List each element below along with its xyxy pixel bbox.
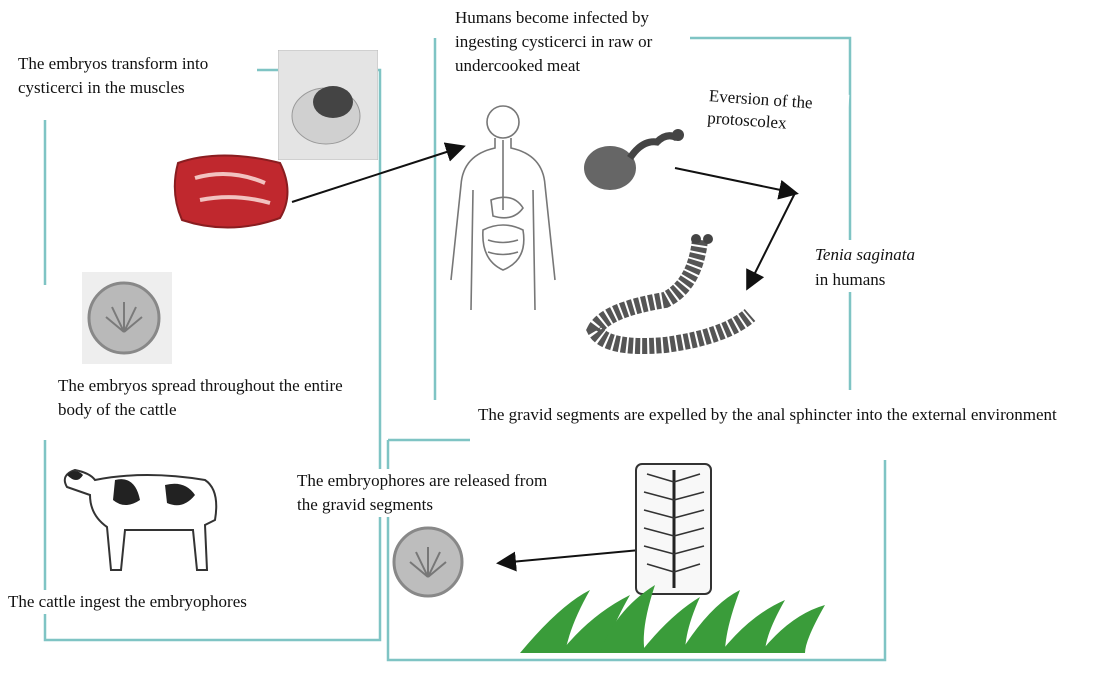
label-embryos-spread: The embryos spread throughout the entire… xyxy=(58,374,368,422)
embryophore-image-left xyxy=(82,272,172,364)
label-cattle-ingest: The cattle ingest the embryophores xyxy=(8,590,247,614)
label-tenia-name: Tenia saginata xyxy=(815,243,915,267)
cysticercus-image xyxy=(278,50,378,160)
tapeworm-image xyxy=(575,225,775,375)
raw-meat-image xyxy=(170,148,295,238)
human-anatomy-image xyxy=(443,100,593,310)
label-gravid-expelled: The gravid segments are expelled by the … xyxy=(478,403,1088,427)
grass-image xyxy=(520,585,830,655)
label-embryophores-released: The embryophores are released from the g… xyxy=(297,469,572,517)
label-tenia-suffix: in humans xyxy=(815,268,885,292)
label-humans-infected: Humans become infected by ingesting cyst… xyxy=(455,6,690,78)
gravid-segment-image xyxy=(632,462,717,597)
cow-image xyxy=(55,445,235,575)
everted-cysticercus-image xyxy=(582,120,692,200)
label-embryos-transform: The embryos transform into cysticerci in… xyxy=(18,52,238,100)
arrow-to-eversion xyxy=(675,168,795,193)
embryophore-image-bottom xyxy=(388,522,473,602)
arrow-to-embryophore xyxy=(500,550,640,563)
